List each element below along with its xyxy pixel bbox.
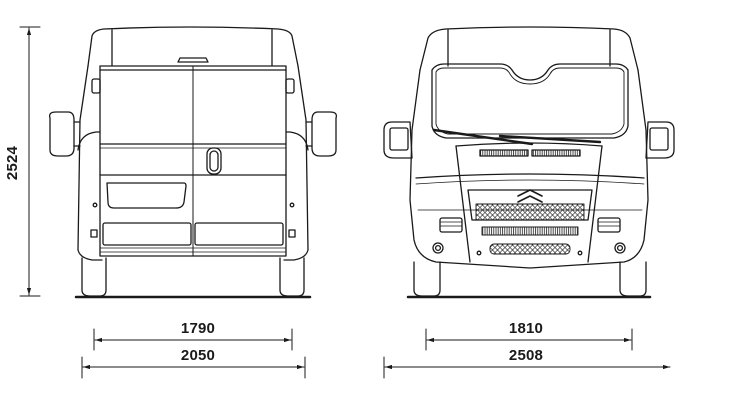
height-label: 2524	[4, 145, 21, 181]
front-width-label: 2508	[508, 347, 544, 364]
rear-width-dimension	[81, 356, 306, 379]
front-view-drawing	[383, 26, 675, 299]
rear-width-label: 2050	[180, 347, 216, 364]
front-track-label: 1810	[508, 320, 544, 337]
rear-track-dimension	[93, 328, 293, 351]
front-width-dimension	[383, 356, 671, 379]
front-track-dimension	[425, 328, 633, 351]
rear-view-drawing	[48, 26, 338, 299]
height-dimension	[19, 26, 41, 297]
rear-track-label: 1790	[180, 320, 216, 337]
